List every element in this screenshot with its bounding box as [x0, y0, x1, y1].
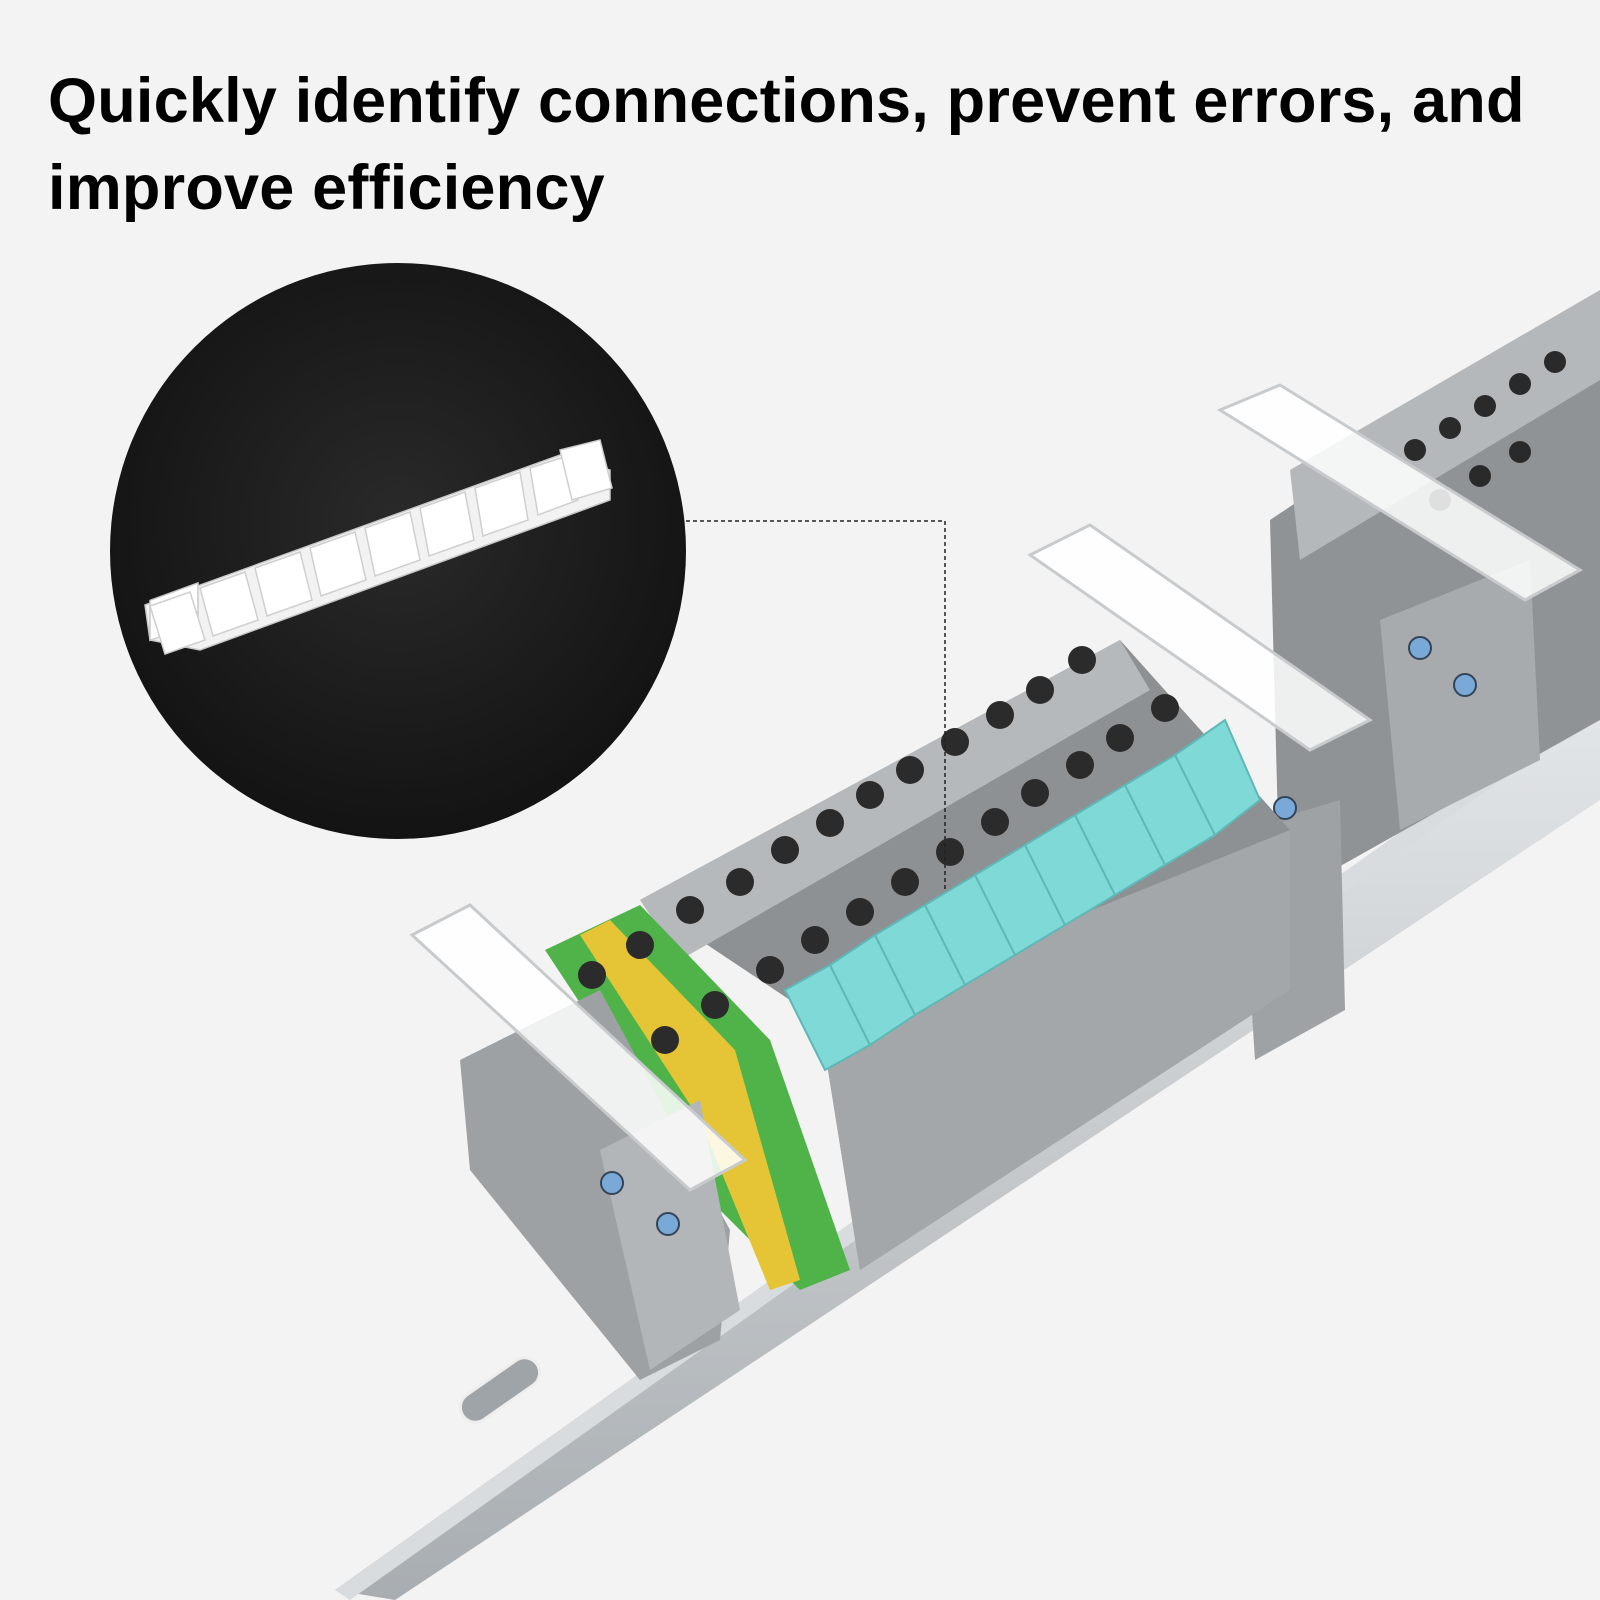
earth-terminal-blocks — [545, 905, 850, 1290]
inset-circle — [110, 263, 686, 839]
headline: Quickly identify connections, prevent er… — [48, 66, 1525, 223]
marker-tabs — [149, 439, 613, 655]
clear-marker-carriers — [409, 383, 1583, 1192]
cyan-marker-strip — [783, 718, 1262, 1072]
leader-line — [686, 520, 946, 892]
